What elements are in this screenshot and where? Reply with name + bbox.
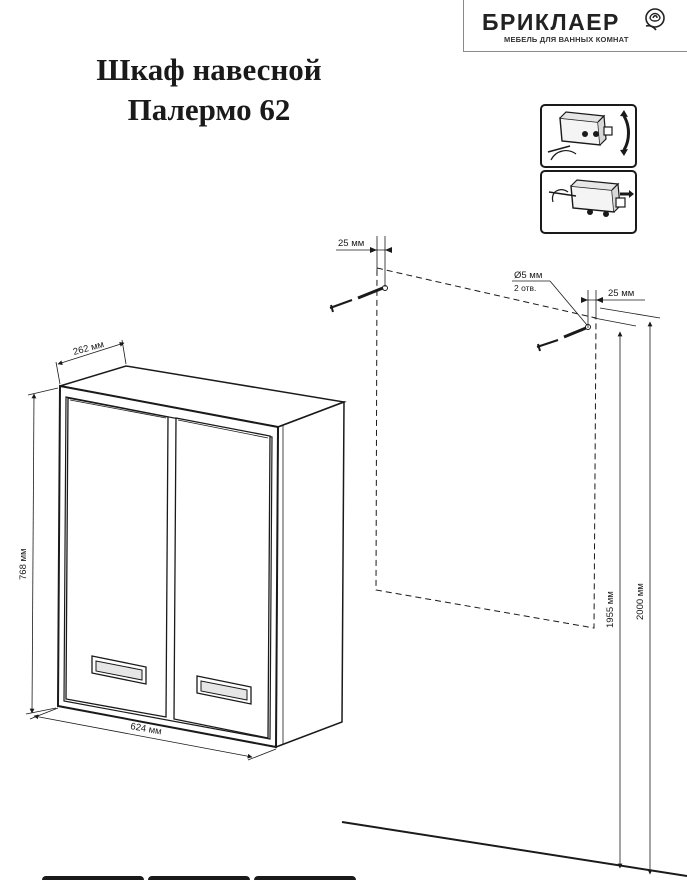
right-offset-label: 25 мм <box>608 288 634 299</box>
bottom-icon-strip <box>42 876 356 880</box>
depth-label: 262 мм <box>72 339 105 358</box>
right-edge-offset-dimension: 25 мм <box>581 288 645 328</box>
hinge-adjust-vertical-icon <box>540 104 637 168</box>
hole-diameter-label: Ø5 мм <box>514 270 542 281</box>
hole-count-label: 2 отв. <box>514 283 536 293</box>
brand-name: БРИКЛАЕР <box>482 9 620 35</box>
door-handle-right <box>196 675 252 705</box>
hinge-adjust-depth-icon <box>540 170 637 234</box>
rose-icon <box>645 8 665 31</box>
mounting-template <box>375 267 597 629</box>
product-title: Шкаф навесной <box>96 52 322 87</box>
mount-height-label: 1955 мм <box>605 591 616 628</box>
floor-line <box>341 821 687 877</box>
width-label: 624 мм <box>129 721 162 737</box>
width-dimension: 624 мм <box>29 707 277 761</box>
product-model: Палермо 62 <box>127 92 291 127</box>
total-height-dimension: 2000 мм <box>599 307 661 875</box>
screw-right <box>536 326 587 352</box>
mount-height-dimension: 1955 мм <box>593 317 637 869</box>
brand-tagline: МЕБЕЛЬ ДЛЯ ВАННЫХ КОМНАТ <box>504 35 629 44</box>
total-height-label: 2000 мм <box>635 583 646 620</box>
height-dimension: 768 мм <box>18 387 59 715</box>
brand-logo: БРИКЛАЕР МЕБЕЛЬ ДЛЯ ВАННЫХ КОМНАТ <box>463 0 687 52</box>
left-offset-label: 25 мм <box>338 238 364 249</box>
hole-callout: Ø5 мм 2 отв. <box>512 270 588 326</box>
screw-left <box>329 286 384 313</box>
door-handle-left <box>91 655 147 685</box>
cabinet <box>56 365 347 749</box>
height-label: 768 мм <box>18 548 29 580</box>
left-edge-offset-dimension: 25 мм <box>336 236 392 287</box>
